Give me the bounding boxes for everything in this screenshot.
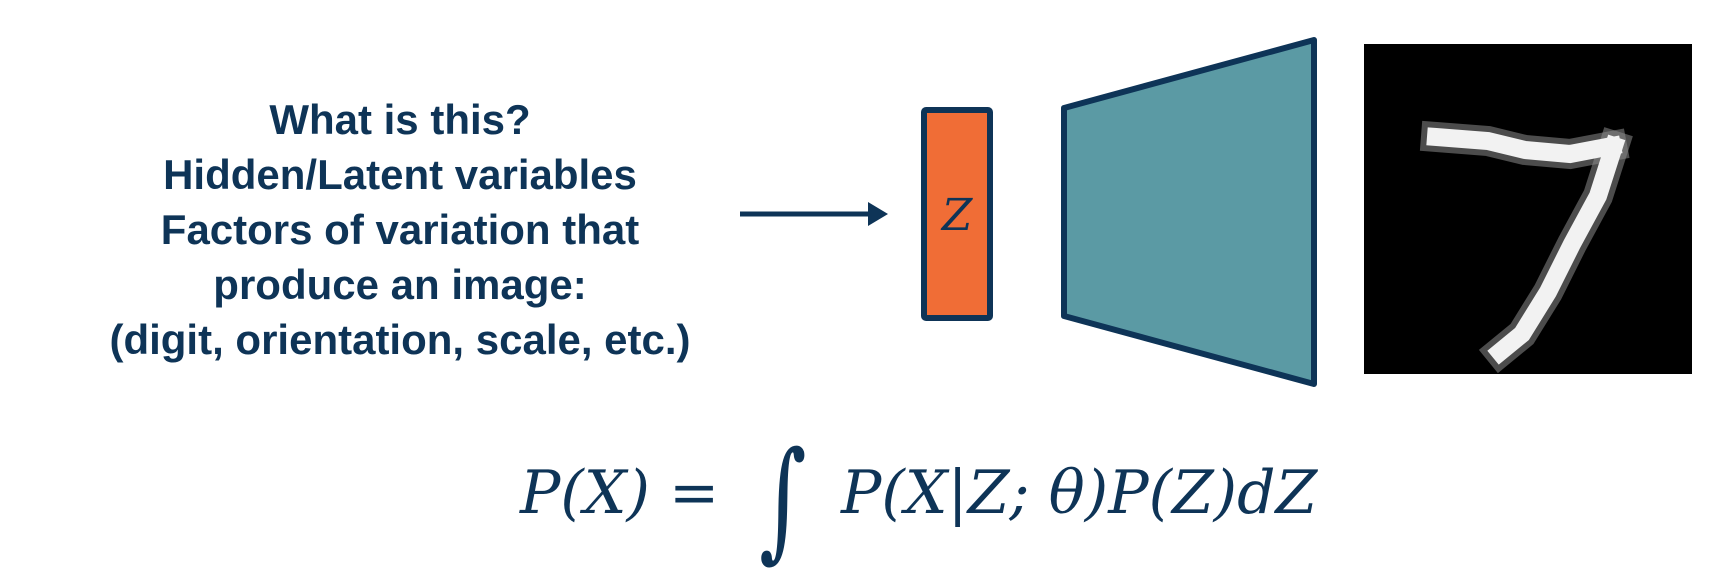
arrow-icon xyxy=(740,202,888,226)
decoder-network-shape xyxy=(1061,37,1317,387)
caption-line-3: Factors of variation that xyxy=(160,206,640,253)
integral-symbol: ∫ xyxy=(759,423,807,575)
caption-line-5: (digit, orientation, scale, etc.) xyxy=(109,316,691,363)
caption-line-1: What is this? xyxy=(269,96,531,143)
equation-lhs: P(X) = xyxy=(520,458,720,528)
marginal-likelihood-equation: P(X) = ∫ P(X|Z; θ)P(Z)dZ xyxy=(520,418,1317,568)
equation-rhs: P(X|Z; θ)P(Z)dZ xyxy=(840,458,1318,528)
latent-variables-caption: What is this? Hidden/Latent variables Fa… xyxy=(60,92,740,367)
latent-vector-label: Z xyxy=(940,190,974,241)
mnist-digit-seven-icon xyxy=(1419,120,1633,374)
output-digit-image xyxy=(1364,44,1692,374)
caption-line-2: Hidden/Latent variables xyxy=(163,151,637,198)
caption-line-4: produce an image: xyxy=(213,261,587,308)
latent-vector-box xyxy=(921,107,993,321)
